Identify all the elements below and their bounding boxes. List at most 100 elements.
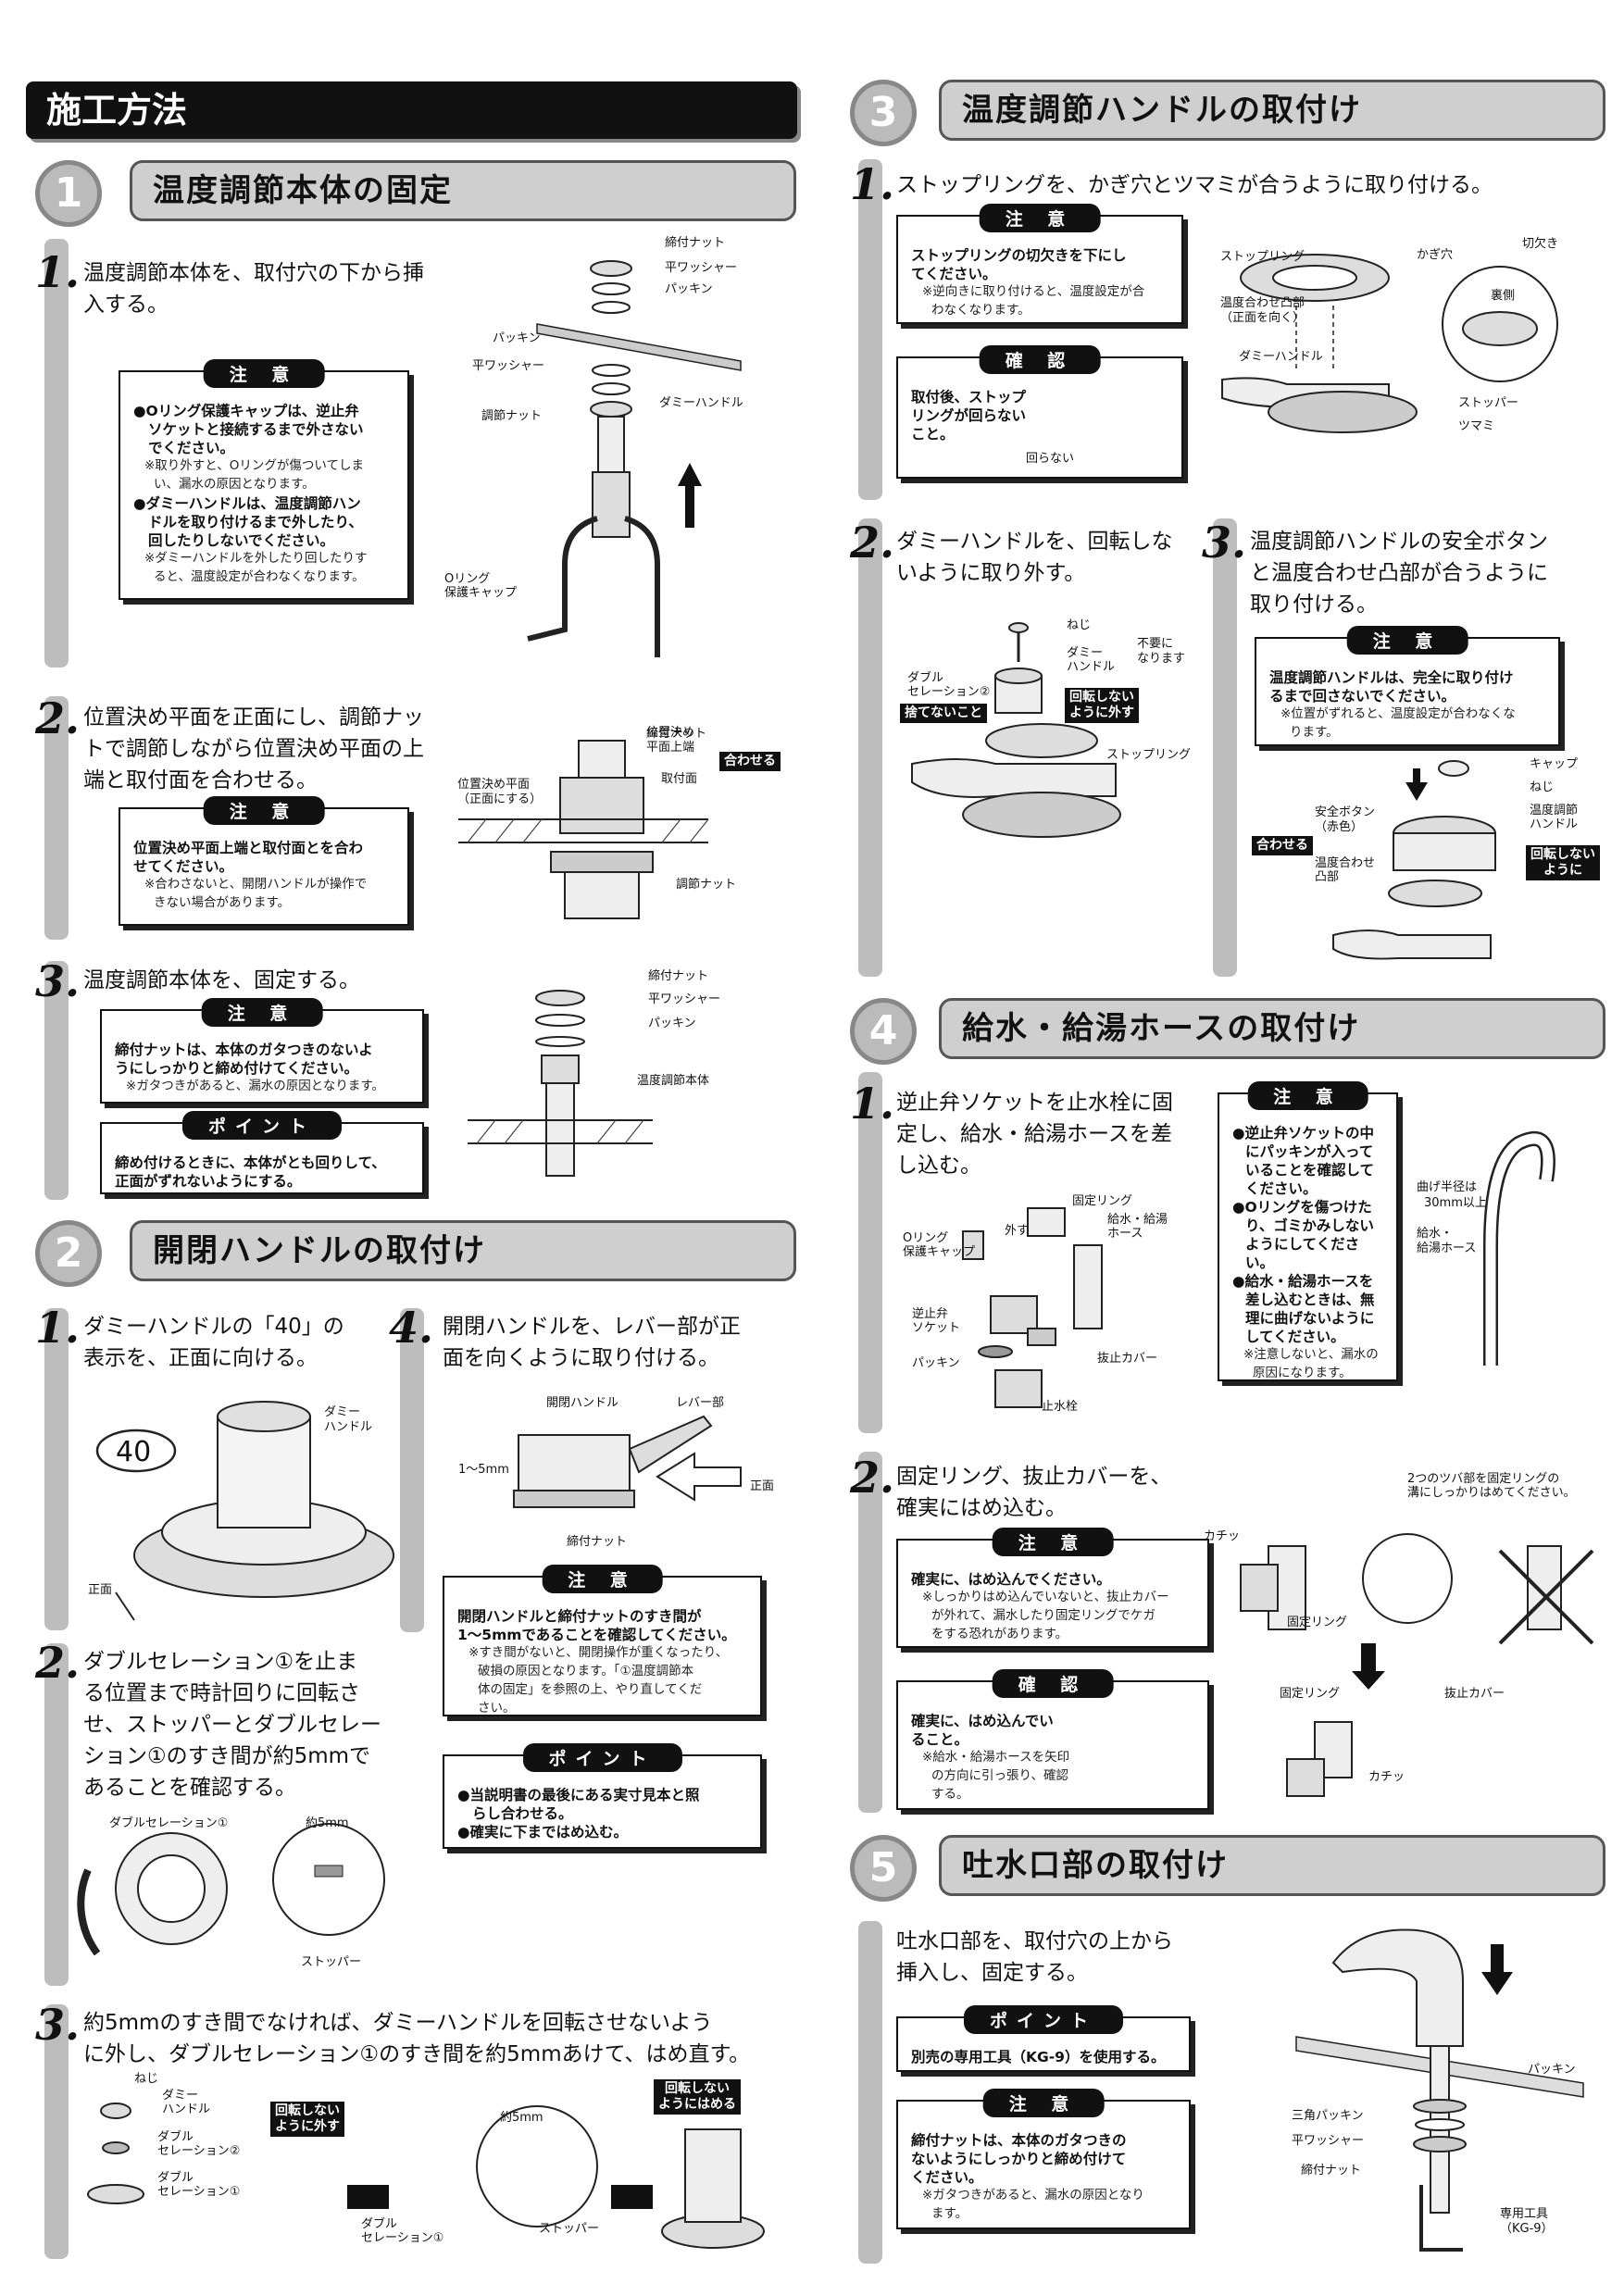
label-packing: パッキン xyxy=(665,282,713,296)
label-nut: 締付ナット xyxy=(665,236,726,250)
label-plane-top-1: 位置決め xyxy=(646,726,695,740)
confirm-label: 確 認 xyxy=(979,345,1101,374)
tag-no-rotate: 回転しないように xyxy=(1526,845,1600,880)
label-washer-2: 平ワッシャー xyxy=(472,359,545,373)
label-ds1-2: セレーション① xyxy=(157,2185,241,2199)
step-bar xyxy=(858,159,882,500)
label-stop-valve: 止水栓 xyxy=(1042,1400,1079,1414)
label-plane-2: （正面にする） xyxy=(457,792,543,806)
label-click: カチッ xyxy=(1204,1529,1241,1543)
label-cover: 抜止カバー xyxy=(1444,1687,1505,1701)
label-check-valve-1: 逆止弁 xyxy=(912,1307,949,1321)
label-dummy-handle: ダミーハンドル xyxy=(659,396,743,410)
label-nut: 締付ナット xyxy=(1301,2164,1362,2177)
label-ds1-3: ダブル xyxy=(361,2217,398,2231)
section-title-3: 温度調節ハンドルの取付け xyxy=(939,80,1605,141)
label-hose-a: 給水・給湯 xyxy=(1107,1213,1168,1227)
label-remove: 外す xyxy=(1005,1224,1030,1238)
label-notch: 切欠き xyxy=(1522,237,1559,251)
label-ds2-2: セレーション② xyxy=(157,2144,241,2158)
label-oring-cap: 保護キャップ xyxy=(444,586,518,600)
dummy-handle-illustration xyxy=(95,1401,394,1621)
label-stopper: ストッパー xyxy=(1458,396,1519,410)
step-text: 温度調節本体を、取付穴の下から挿入する。 xyxy=(83,261,424,317)
step-number: 4. xyxy=(389,1303,434,1353)
label-not-rotate: 回らない xyxy=(1026,452,1075,466)
section-title-4: 給水・給湯ホースの取付け xyxy=(939,998,1605,1059)
caution-box: 注 意 締付ナットは、本体のガタつきのないようにしっかりと締め付けてください。 … xyxy=(100,998,424,1104)
label-gap: 1～5mm xyxy=(458,1463,509,1477)
label-plane-1: 位置決め平面 xyxy=(457,778,531,792)
label-knob: ツマミ xyxy=(1458,419,1495,433)
step-bar xyxy=(44,239,69,668)
step-text: ストップリングを、かぎ穴とツマミが合うように取り付ける。 xyxy=(896,173,1493,197)
label-dummy-2: ハンドル xyxy=(162,2103,211,2116)
refit-illustration xyxy=(87,2103,765,2249)
step-number: 1. xyxy=(850,159,895,209)
label-packing: パッキン xyxy=(912,1356,960,1370)
label-packing-2: パッキン xyxy=(493,331,541,345)
tag-keep: 捨てないこと xyxy=(900,704,987,723)
label-convex-2: （正面を向く） xyxy=(1220,311,1305,325)
label-dummy-2: ハンドル xyxy=(324,1420,373,1434)
caution-label: 注 意 xyxy=(203,359,325,388)
label-stop-ring: ストップリング xyxy=(1106,748,1192,762)
page-title: 施工方法 xyxy=(26,81,797,139)
step-bar xyxy=(44,1643,69,1986)
label-note-1: 2つのツバ部を固定リングの xyxy=(1407,1472,1560,1486)
step-bar xyxy=(44,961,69,1200)
step-number: 2. xyxy=(850,1453,895,1503)
label-convex-1: 温度合わせ xyxy=(1315,856,1376,870)
label-unneeded-1: 不要に xyxy=(1137,637,1174,651)
label-back: 裏側 xyxy=(1491,289,1516,303)
step-bar xyxy=(858,518,882,977)
step-text: 温度調節本体を、固定する。 xyxy=(83,968,360,992)
label-check-valve-2: ソケット xyxy=(912,1321,961,1335)
hose-bend-illustration xyxy=(1483,1131,1555,1366)
label-cap: キャップ xyxy=(1530,757,1579,771)
align-tag: 合わせる xyxy=(719,752,781,771)
caution-label: 注 意 xyxy=(979,204,1101,232)
label-mount-surface: 取付面 xyxy=(661,772,698,786)
label-hose-1: 給水・ xyxy=(1417,1227,1454,1241)
step-text: 温度調節ハンドルの安全ボタンと温度合わせ凸部が合うように取り付ける。 xyxy=(1250,530,1548,617)
step-text: ダミーハンドルの「40」の表示を、正面に向ける。 xyxy=(83,1315,344,1370)
step-text: 位置決め平面を正面にし、調節ナットで調節しながら位置決め平面の上端と取付面を合わ… xyxy=(83,705,424,792)
tag-remove: 回転しないように外す xyxy=(1065,688,1139,723)
step-bar xyxy=(1213,518,1237,977)
spout-illustration xyxy=(1295,1928,1584,2252)
double-serration-illustration xyxy=(77,1823,385,1956)
label-body: 温度調節本体 xyxy=(637,1074,710,1088)
section-title-2: 開閉ハンドルの取付け xyxy=(130,1220,796,1281)
label-oring-1: Oリング xyxy=(903,1231,949,1245)
label-adjust-nut: 調節ナット xyxy=(676,878,737,892)
point-label: ポイント xyxy=(963,2005,1124,2034)
confirm-box: 確 認 取付後、ストップリングが回らないこと。 xyxy=(896,345,1183,479)
label-safety-button-2: （赤色） xyxy=(1315,820,1364,834)
caution-label: 注 意 xyxy=(1346,626,1468,655)
label-handle-2: ハンドル xyxy=(1530,817,1579,831)
lever-handle-illustration xyxy=(513,1415,742,1508)
label-hose-b: ホース xyxy=(1107,1227,1143,1241)
caution-box: 注 意 ●逆止弁ソケットの中にパッキンが入っていることを確認してください。 ●O… xyxy=(1218,1081,1398,1381)
label-screw: ねじ xyxy=(134,2072,159,2086)
caution-label: 注 意 xyxy=(203,796,325,825)
label-convex-1: 温度合わせ凸部 xyxy=(1220,296,1305,310)
label-convex-2: 凸部 xyxy=(1315,870,1340,884)
label-dummy-1: ダミー xyxy=(324,1405,361,1419)
step-bar xyxy=(400,1308,424,1632)
temp-handle-illustration xyxy=(1332,760,1496,960)
step-number: 3. xyxy=(1202,518,1247,568)
step-text: 約5mmのすき間でなければ、ダミーハンドルを回転させないように外し、ダブルセレー… xyxy=(83,2011,751,2066)
caution-label: 注 意 xyxy=(542,1565,663,1593)
caution-label: 注 意 xyxy=(1247,1081,1368,1110)
label-fixing-ring-2: 固定リング xyxy=(1280,1687,1341,1701)
label-lever: レバー部 xyxy=(676,1396,725,1410)
step-number: 3. xyxy=(35,2000,81,2050)
section-number-4: 4 xyxy=(850,998,917,1065)
step-bar xyxy=(44,696,69,940)
section-number-2: 2 xyxy=(35,1220,102,1287)
label-hose-2: 給湯ホース xyxy=(1417,1242,1477,1255)
point-box: ポイント 別売の専用工具（KG-9）を使用する。 xyxy=(896,2005,1191,2072)
align-tag: 合わせる xyxy=(1252,836,1313,855)
